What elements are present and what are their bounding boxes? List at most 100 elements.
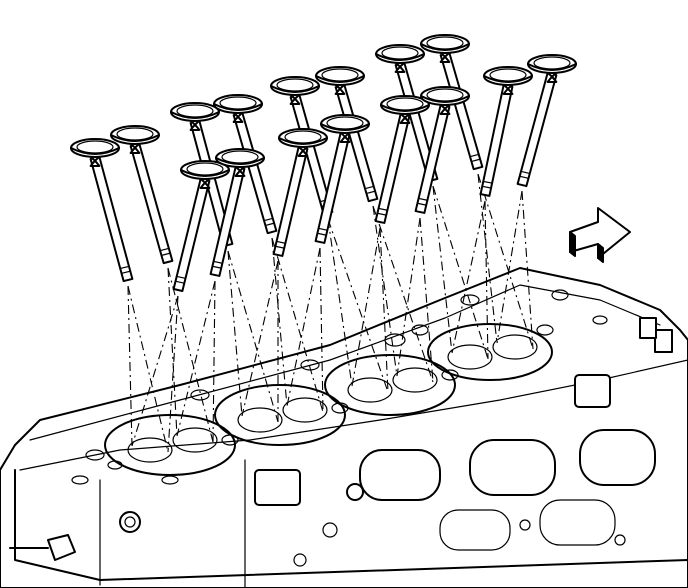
valve-head-edge bbox=[375, 53, 425, 61]
guide-line bbox=[372, 205, 434, 383]
guide-line bbox=[521, 190, 534, 350]
keeper-groove bbox=[212, 260, 223, 264]
valve-back bbox=[420, 34, 484, 171]
keeper-groove bbox=[470, 158, 481, 163]
valve-front bbox=[172, 160, 230, 292]
guide-line bbox=[451, 200, 486, 354]
keeper-groove bbox=[174, 280, 185, 284]
keeper-groove bbox=[481, 185, 492, 189]
keeper-groove bbox=[482, 180, 493, 184]
valve-stem bbox=[89, 155, 134, 283]
valve-front bbox=[272, 128, 328, 257]
valve-front bbox=[374, 95, 430, 224]
valve-front bbox=[209, 148, 265, 277]
guide-line bbox=[271, 237, 288, 407]
keeper-groove bbox=[316, 232, 327, 236]
guide-line bbox=[271, 237, 324, 413]
valve-head-edge bbox=[170, 111, 220, 119]
guide-line bbox=[176, 280, 216, 437]
keeper-groove bbox=[317, 227, 328, 231]
keeper-groove bbox=[275, 240, 286, 244]
front-arrow-icon bbox=[569, 207, 631, 263]
guide-line bbox=[351, 227, 381, 387]
valve-back bbox=[315, 66, 379, 203]
guide-line bbox=[327, 218, 353, 387]
guide-line bbox=[396, 217, 421, 377]
valve-stem bbox=[172, 178, 211, 292]
valve-head-edge bbox=[527, 63, 577, 71]
keeper-groove bbox=[520, 170, 531, 175]
valve-head-edge bbox=[420, 95, 470, 103]
valve-head-edge bbox=[483, 75, 533, 83]
valve-head-edge bbox=[70, 147, 120, 155]
keeper-groove bbox=[417, 197, 428, 201]
valve-stem bbox=[479, 84, 514, 197]
valve-front bbox=[479, 66, 533, 197]
valve-head-edge bbox=[320, 123, 370, 131]
valve-front bbox=[314, 114, 370, 244]
keeper-groove bbox=[161, 252, 171, 256]
guide-line bbox=[167, 267, 178, 437]
guide-line bbox=[167, 267, 214, 443]
guide-line bbox=[286, 247, 321, 407]
guide-line bbox=[227, 250, 279, 423]
guide-line bbox=[477, 173, 534, 350]
keeper-groove bbox=[365, 190, 376, 195]
keeper-groove bbox=[518, 175, 529, 179]
guide-line bbox=[241, 260, 279, 417]
valve-back bbox=[375, 44, 439, 183]
deck-holes bbox=[71, 289, 608, 485]
keeper-groove bbox=[364, 185, 375, 190]
keeper-groove bbox=[376, 212, 387, 216]
guide-line bbox=[131, 295, 179, 447]
valve-back bbox=[170, 102, 234, 248]
valve-back bbox=[110, 125, 174, 265]
keeper-groove bbox=[211, 265, 222, 269]
keeper-groove bbox=[119, 265, 130, 270]
keeper-groove bbox=[264, 222, 275, 227]
valve-head-edge bbox=[315, 75, 365, 83]
guide-line bbox=[379, 227, 389, 393]
valve-head-edge bbox=[213, 103, 263, 111]
valve-stem bbox=[516, 71, 558, 188]
valve-head-edge bbox=[270, 85, 320, 93]
guide-line bbox=[496, 190, 523, 344]
keeper-groove bbox=[274, 245, 285, 249]
valve-stem bbox=[272, 146, 309, 257]
guide-line bbox=[484, 200, 489, 360]
valve-head-edge bbox=[278, 137, 328, 145]
valve-stem bbox=[129, 142, 174, 265]
valve-front bbox=[414, 86, 470, 214]
guide-line bbox=[167, 295, 179, 453]
installation-guide-lines bbox=[127, 173, 534, 453]
guide-line bbox=[212, 280, 216, 443]
guide-line bbox=[127, 285, 133, 447]
valve-head-edge bbox=[380, 104, 430, 112]
valve-head-edge bbox=[110, 134, 160, 142]
guide-line bbox=[327, 218, 389, 393]
guide-line bbox=[432, 185, 489, 360]
guide-line bbox=[419, 217, 434, 383]
valve-back bbox=[213, 94, 278, 235]
valve-front bbox=[516, 54, 577, 188]
guide-line bbox=[227, 250, 243, 417]
keeper-groove bbox=[175, 275, 186, 279]
valve-head-edge bbox=[420, 43, 470, 51]
valve-back bbox=[70, 138, 134, 283]
valves bbox=[70, 34, 577, 292]
keeper-groove bbox=[469, 153, 480, 158]
keeper-groove bbox=[263, 217, 274, 222]
valve-stem bbox=[374, 113, 411, 224]
guide-line bbox=[477, 173, 498, 344]
keeper-groove bbox=[377, 207, 388, 211]
valve-head-edge bbox=[180, 169, 230, 177]
guide-line bbox=[319, 247, 324, 413]
combustion-chambers bbox=[104, 323, 553, 476]
guide-line bbox=[432, 185, 453, 354]
keeper-groove bbox=[416, 202, 427, 206]
keeper-groove bbox=[159, 247, 170, 252]
keeper-groove bbox=[121, 270, 132, 274]
cylinder-head bbox=[0, 267, 688, 588]
valve-head-edge bbox=[215, 157, 265, 165]
